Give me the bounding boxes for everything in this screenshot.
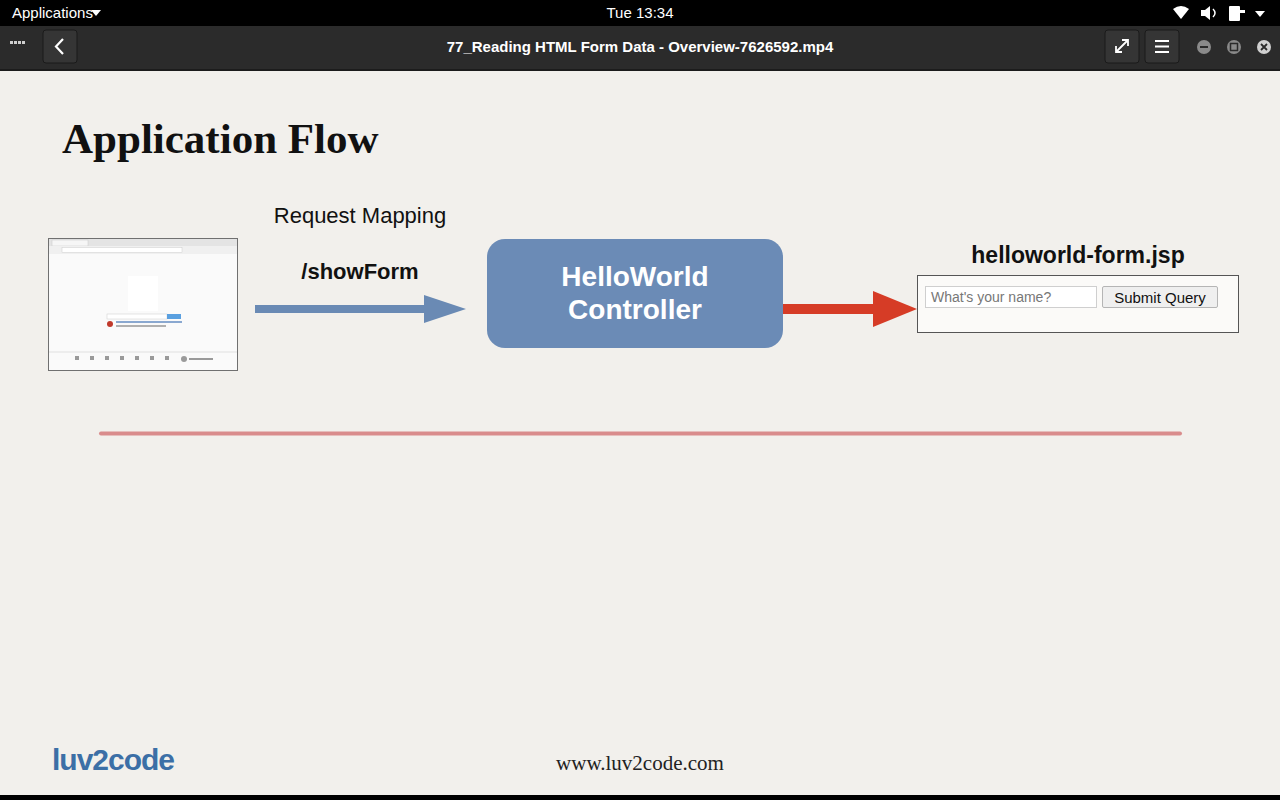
volume-wave xyxy=(1213,9,1215,17)
browser-frame xyxy=(49,239,238,371)
wifi-icon xyxy=(1173,6,1189,19)
maximize-button xyxy=(1227,40,1241,54)
menu-label: Applications xyxy=(12,4,93,21)
notice-line xyxy=(116,321,182,323)
separator-line xyxy=(101,432,1180,436)
text-input: What's your name? xyxy=(925,286,1097,308)
clock-text: Tue 13:34 xyxy=(607,4,674,21)
button-text: Submit Query xyxy=(1114,289,1206,306)
maximize-icon xyxy=(1231,44,1238,51)
browser-tab xyxy=(52,240,88,246)
minimize-button xyxy=(1197,40,1211,54)
footer-rule xyxy=(49,352,237,353)
controller-box: HelloWorld Controller xyxy=(487,239,783,348)
jsp-page: helloworld-form.jspWhat's your name? Subm… xyxy=(917,240,1239,333)
page-logo xyxy=(128,276,158,311)
tray-icons xyxy=(1173,6,1265,21)
browser-toolbar xyxy=(49,246,237,254)
window-title: 77_Reading HTML Form Data - Overview-762… xyxy=(447,38,834,55)
mapping-caption: Request Mapping xyxy=(274,203,446,229)
search-field xyxy=(107,314,167,319)
flow-arrow xyxy=(783,304,877,314)
bottom-strip xyxy=(0,795,1280,800)
submit-button: Submit Query xyxy=(1102,286,1218,308)
slide-title: Application Flow xyxy=(62,114,379,163)
notice-line xyxy=(116,325,166,327)
window-header xyxy=(0,26,1280,70)
page-heading: helloworld-form.jsp xyxy=(917,242,1239,269)
box-text: HelloWorld Controller xyxy=(528,261,743,325)
browser-illustration xyxy=(49,239,238,371)
back-button xyxy=(43,30,77,63)
search-button xyxy=(167,314,181,319)
volume-icon xyxy=(1201,6,1210,20)
back-chevron xyxy=(56,39,63,54)
request-arrowhead xyxy=(424,295,466,323)
browser-tabs xyxy=(49,239,237,246)
battery-icon xyxy=(1229,6,1240,21)
close-button xyxy=(1257,40,1271,54)
plug-icon xyxy=(1240,10,1245,13)
close-icon xyxy=(1261,44,1267,50)
footer-icons xyxy=(75,356,213,362)
header-edge xyxy=(0,69,1280,71)
app-icon xyxy=(10,41,25,44)
site-url: www.luv2code.com xyxy=(556,751,724,776)
menu-button xyxy=(1145,30,1179,63)
request-arrow xyxy=(255,305,428,313)
menu-icon xyxy=(1155,41,1169,52)
top-bar xyxy=(0,0,1280,26)
fullscreen-button xyxy=(1105,30,1139,63)
shield-icon xyxy=(107,321,113,327)
system-menu-arrow xyxy=(1255,11,1265,17)
address-bar xyxy=(62,248,182,253)
minimize-icon xyxy=(1200,46,1208,48)
url-path: /showForm xyxy=(301,259,418,285)
brand-logo: luv2code xyxy=(52,743,174,777)
placeholder-text: What's your name? xyxy=(931,289,1051,305)
fullscreen-icon xyxy=(1116,40,1128,52)
